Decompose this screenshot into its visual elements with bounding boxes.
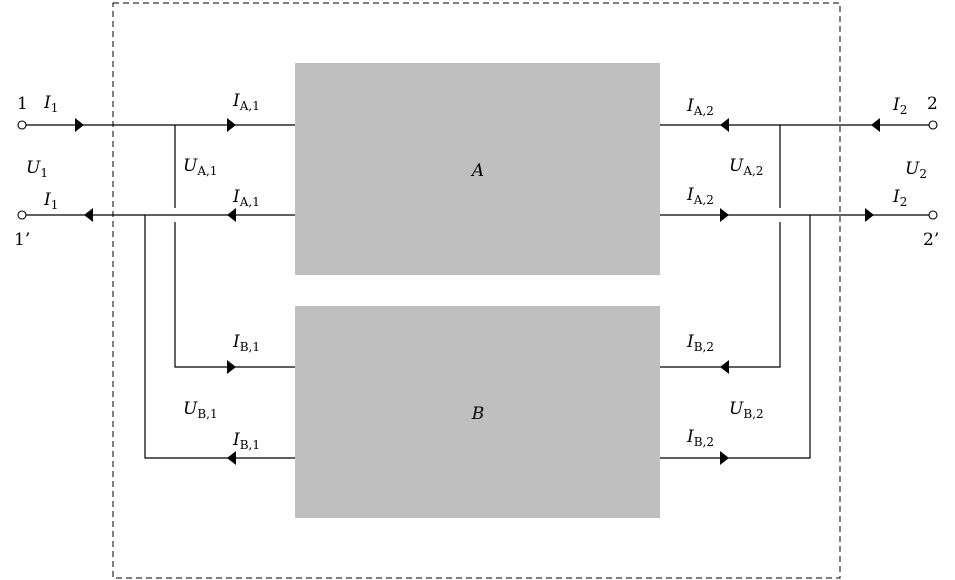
wire-right-b-top <box>660 222 781 368</box>
terminal-1-prime <box>17 210 27 220</box>
arrow-ia1-top <box>227 118 236 132</box>
terminal-2-prime-label: 2’ <box>923 230 939 250</box>
arrow-ia2-bottom <box>720 208 729 222</box>
label-u1: U1 <box>26 158 48 180</box>
label-ib1-top: IB,1 <box>232 332 260 354</box>
arrow-ia1-bottom <box>227 208 236 222</box>
wire-right-b-bottom <box>660 215 811 459</box>
arrow-i2-top <box>871 118 880 132</box>
block-a-label: A <box>470 161 484 181</box>
label-ia1-bottom: IA,1 <box>232 187 260 209</box>
label-ib2-bottom: IB,2 <box>686 427 714 449</box>
label-u2: U2 <box>905 159 927 181</box>
arrow-ib1-bottom <box>227 451 236 465</box>
label-ib2-top: IB,2 <box>686 332 714 354</box>
label-ub2: UB,2 <box>729 399 764 421</box>
label-ub1: UB,1 <box>183 399 218 421</box>
label-ua2: UA,2 <box>729 156 763 178</box>
label-ua1: UA,1 <box>183 156 217 178</box>
arrow-i1-bottom <box>84 208 93 222</box>
arrow-ib1-top <box>227 360 236 374</box>
arrow-i1-top <box>75 118 84 132</box>
block-b-label: B <box>471 404 485 424</box>
block-b <box>295 306 660 518</box>
terminal-2-label: 2 <box>927 94 938 114</box>
terminal-2-prime <box>928 210 938 220</box>
arrow-ia2-top <box>720 118 729 132</box>
label-i1-bottom: I1 <box>43 190 58 212</box>
terminal-1 <box>17 120 27 130</box>
terminal-1-prime-label: 1’ <box>14 230 30 250</box>
label-i1-top: I1 <box>43 93 58 115</box>
terminal-1-label: 1 <box>17 94 28 114</box>
label-ia1-top: IA,1 <box>232 91 260 113</box>
label-ib1-bottom: IB,1 <box>232 430 260 452</box>
wire-left-b-top <box>174 222 295 368</box>
label-i2-top: I2 <box>892 95 907 117</box>
arrow-ib2-top <box>720 360 729 374</box>
wire-left-b-bottom <box>144 215 295 459</box>
terminal-2 <box>928 120 938 130</box>
enclosure-frame <box>112 2 841 579</box>
label-ia2-bottom: IA,2 <box>686 185 714 207</box>
block-a <box>295 63 660 275</box>
arrow-ib2-bottom <box>720 451 729 465</box>
label-i2-bottom: I2 <box>892 187 907 209</box>
label-ia2-top: IA,2 <box>686 96 714 118</box>
arrow-i2-bottom <box>865 208 874 222</box>
